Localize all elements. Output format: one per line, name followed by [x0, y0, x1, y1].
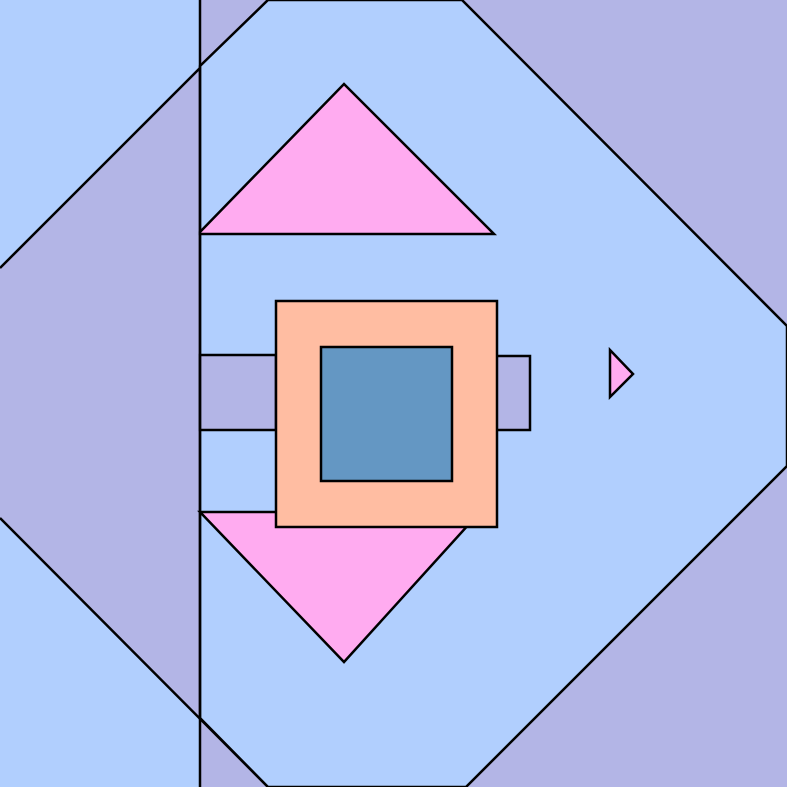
left-corner-light-blue-region-top: [0, 0, 200, 268]
left-corner-light-blue-region-bottom: [0, 518, 200, 787]
left-notch-lavender-band: [198, 353, 278, 432]
top-pink-triangle: [198, 82, 498, 236]
steel-blue-inner-square: [319, 345, 454, 483]
small-pink-arrow-triangle: [608, 346, 635, 401]
